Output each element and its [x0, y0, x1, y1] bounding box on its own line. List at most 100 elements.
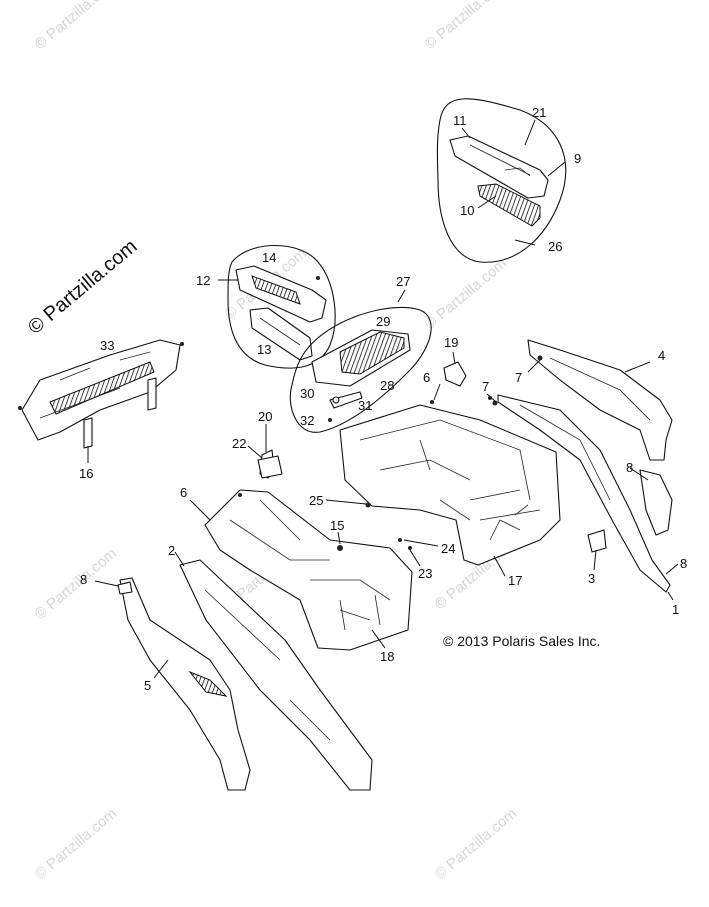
- part-4-fender: [527, 339, 673, 461]
- fender-body: [527, 339, 673, 461]
- callout-26: 26: [548, 239, 562, 254]
- tray-detail: [259, 317, 301, 346]
- part-25-fastener: [365, 502, 371, 508]
- callout-8: 8: [626, 460, 633, 475]
- group-bubble: [436, 98, 567, 263]
- fastener: [238, 493, 242, 497]
- part-13-tray: [249, 307, 313, 361]
- callout-12: 12: [196, 273, 210, 288]
- watermark: © Partzilla.com: [32, 545, 120, 623]
- part-15-fastener: [337, 545, 343, 551]
- callout-27: 27: [396, 274, 410, 289]
- side-panel-body: [119, 577, 251, 791]
- part-33-bulkhead: [18, 339, 184, 449]
- watermark: © Partzilla.com: [432, 805, 520, 883]
- callout-18: 18: [380, 649, 394, 664]
- part-18-floor: [204, 489, 413, 651]
- callout-2: 2: [168, 543, 175, 558]
- part-10-liner: [477, 183, 541, 227]
- callout-7: 7: [515, 370, 522, 385]
- callout-28: 28: [380, 378, 394, 393]
- floor-body: [204, 489, 413, 651]
- fastener: [430, 400, 434, 404]
- storage-group-27: [289, 306, 432, 433]
- fastener: [180, 342, 184, 346]
- cargo-cover-group-9: [436, 98, 567, 263]
- fastener: [316, 276, 320, 280]
- cargo-cover-group-12: [227, 245, 336, 369]
- part-5-side-panel: [119, 577, 251, 791]
- bulkhead-leg: [147, 377, 157, 411]
- fender-detail: [549, 357, 651, 421]
- bulkhead-grille: [49, 361, 155, 415]
- part-30-clip: [332, 396, 340, 404]
- part-7-fastener: [537, 355, 543, 361]
- callout-17: 17: [508, 573, 522, 588]
- callout-6: 6: [423, 370, 430, 385]
- part-29-mat: [339, 331, 405, 375]
- part-24-fastener: [398, 538, 402, 542]
- part-11-cover-panel: [449, 135, 549, 199]
- rail-body: [497, 394, 671, 593]
- bulkhead-detail: [39, 351, 151, 419]
- part-28-bracket: [329, 391, 363, 409]
- bracket-small: [117, 581, 133, 595]
- callout-23: 23: [418, 566, 432, 581]
- callout-11: 11: [453, 113, 467, 128]
- callout-10: 10: [460, 203, 474, 218]
- callout-22: 22: [232, 436, 246, 451]
- part-19-clip: [443, 361, 467, 387]
- part-7-fastener: [492, 400, 498, 406]
- side-panel-detail: [204, 589, 331, 741]
- callout-29: 29: [376, 314, 390, 329]
- callout-25: 25: [309, 493, 323, 508]
- callout-15: 15: [330, 518, 344, 533]
- callout-3: 3: [588, 571, 595, 586]
- part-14-texture: [251, 275, 301, 305]
- callout-8: 8: [80, 572, 87, 587]
- watermark: © Partzilla.com: [24, 235, 141, 338]
- callout-8: 8: [680, 556, 687, 571]
- side-panel-body: [179, 559, 373, 791]
- callout-30: 30: [300, 386, 314, 401]
- bed-floor-ribs: [489, 504, 529, 541]
- part-8-bracket: [117, 469, 673, 595]
- callout-20: 20: [258, 409, 272, 424]
- bracket-body: [257, 455, 283, 479]
- part-23-fastener: [408, 546, 412, 550]
- callout-4: 4: [658, 348, 665, 363]
- panel-detail: [469, 144, 531, 177]
- group-bubble: [289, 306, 432, 433]
- callout-32: 32: [300, 413, 314, 428]
- watermark: © Partzilla.com: [422, 0, 510, 53]
- copyright-notice: © 2013 Polaris Sales Inc.: [443, 633, 600, 649]
- callout-24: 24: [441, 541, 455, 556]
- leader-lines: [87, 119, 679, 679]
- bed-floor-detail: [359, 419, 541, 521]
- callout-16: 16: [79, 466, 93, 481]
- floor-detail: [229, 499, 391, 631]
- part-22-bracket: [257, 455, 283, 479]
- callout-7: 7: [482, 379, 489, 394]
- callout-1: 1: [672, 602, 679, 617]
- part-1-rail: [497, 394, 671, 593]
- clip-body: [443, 361, 467, 387]
- watermark: © Partzilla.com: [32, 0, 120, 53]
- bed-floor-body: [339, 404, 561, 566]
- callout-33: 33: [100, 338, 114, 353]
- callout-13: 13: [257, 342, 271, 357]
- part-32-fastener: [328, 418, 332, 422]
- side-panel-texture: [188, 670, 228, 697]
- callout-9: 9: [574, 151, 581, 166]
- fastener: [18, 406, 22, 410]
- callout-14: 14: [262, 250, 276, 265]
- part-17-bed-floor: [339, 396, 561, 566]
- callout-labels: 21 11 9 10 26 12 14 13 27 29 28 30 31 32…: [79, 105, 687, 693]
- watermark: © Partzilla.com: [32, 805, 120, 883]
- callout-31: 31: [358, 398, 372, 413]
- part-2-side-panel: [179, 559, 373, 791]
- bulkhead-leg: [83, 417, 93, 449]
- watermark: © Partzilla.com: [422, 255, 510, 333]
- callout-6: 6: [180, 485, 187, 500]
